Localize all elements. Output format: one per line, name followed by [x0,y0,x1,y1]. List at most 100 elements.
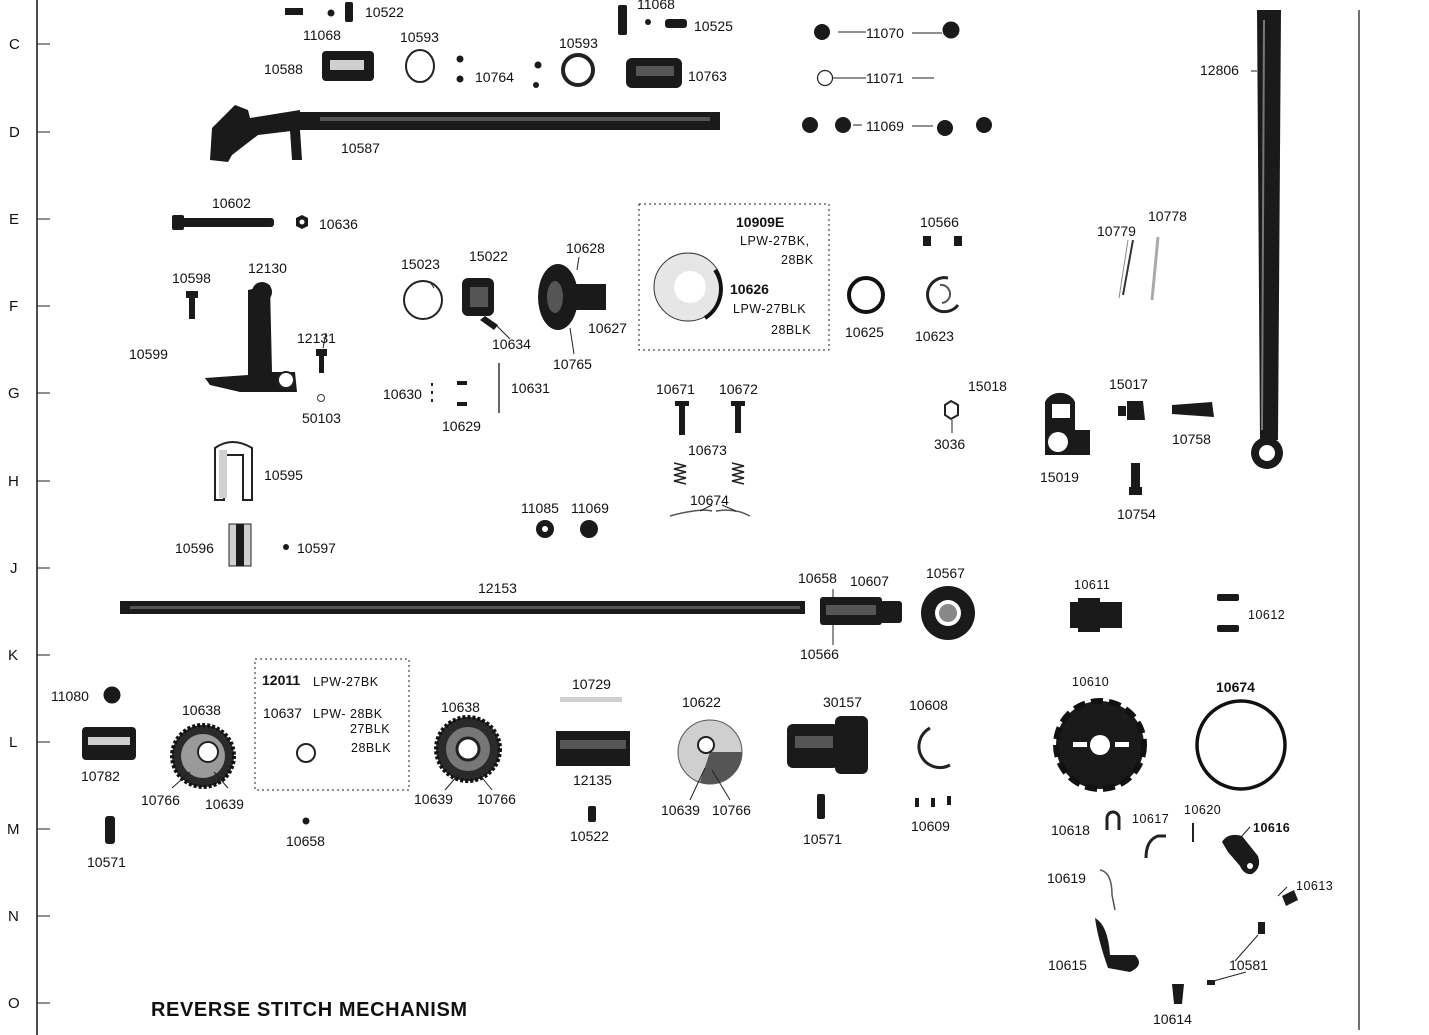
shaft-10587-drawing [210,105,720,162]
part-label: 10608 [909,697,948,713]
part-label: 10766 [477,791,516,807]
part-label: 10638 [441,699,480,715]
row-letter-n: N [8,908,19,925]
part-label: 10636 [319,216,358,232]
part-label: 10571 [803,831,842,847]
clip-10618-drawing [1105,810,1121,830]
part-labels: 10522 11068 11068 10525 10593 10593 1058… [51,0,1333,1027]
part-label: 10766 [712,802,751,818]
coupling-10611-drawing [1070,598,1122,632]
row-letter-o: O [8,995,20,1012]
part-label: 10779 [1097,223,1136,239]
screw-10612-top-drawing [1217,594,1239,601]
model-note: LPW-27BK, [740,234,810,248]
part-label: 10597 [297,540,336,556]
part-label: 12806 [1200,62,1239,78]
ring-10637-drawing [296,743,316,763]
screw-10522-drawing [345,2,353,22]
part-label: 10658 [286,833,325,849]
ring-10626-drawing [653,252,723,322]
part-label: 11068 [303,27,341,43]
part-label: 10658 [798,570,837,586]
part-label: 12153 [478,580,517,596]
part-label: 10525 [694,18,733,34]
part-label: 11071 [866,70,904,86]
pin-10522-drawing [285,8,303,15]
part-label: 10615 [1048,957,1087,973]
cam-10622-drawing [677,719,743,785]
part-label: 10522 [570,828,609,844]
part-label: 10616 [1253,821,1290,835]
part-label: 10754 [1117,506,1156,522]
part-label: 10614 [1153,1011,1192,1027]
part-label: 10631 [511,380,550,396]
part-label: 10618 [1051,822,1090,838]
part-label: 10673 [688,442,727,458]
part-label: 10758 [1172,431,1211,447]
part-label: 10607 [850,573,889,589]
part-label: 10639 [205,796,244,812]
part-label: 10763 [688,68,727,84]
sleeve-12135-drawing [556,731,630,766]
part-label: 10611 [1074,578,1110,592]
part-label: 10567 [926,565,965,581]
part-label: 11069 [571,500,609,516]
part-label: 10634 [492,336,531,352]
pin-10729-drawing [560,697,622,702]
ball-11069-b-drawing [835,117,851,133]
part-label: 10674 [1216,679,1255,695]
screw-10612-bottom-drawing [1217,625,1239,632]
part-label: 3036 [934,436,965,452]
spring-10779-drawing [1122,239,1134,296]
part-label: 10782 [81,768,120,784]
part-label: 10778 [1148,208,1187,224]
ball-11080-drawing [103,686,121,704]
model-note: 27BLK [350,722,390,736]
screw-10602-drawing [172,218,274,227]
part-label: 10627 [588,320,627,336]
row-letter-e: E [9,211,19,228]
part-label: 10764 [475,69,514,85]
part-label: 10617 [1132,812,1169,826]
bracket-15019-drawing [1045,392,1090,455]
clutch-30157-drawing [787,716,868,774]
part-label: 10626 [730,281,769,297]
screw-10614-drawing [1172,984,1184,1004]
part-label: 12131 [297,330,336,346]
cam-10628-drawing [538,264,606,330]
latch-10616-drawing [1222,834,1260,875]
part-label: 10613 [1296,879,1333,893]
screw-10758-drawing [1172,402,1214,417]
row-ticks [37,43,50,1004]
spring-10673-left-drawing [673,462,687,485]
part-label: 10609 [911,818,950,834]
diagram-title: REVERSE STITCH MECHANISM [151,999,468,1021]
part-label: 10596 [175,540,214,556]
model-note: LPW- 28BK [313,707,383,721]
spring-10673-right-drawing [731,462,745,485]
model-note: 28BK [781,253,814,267]
screw-10598-drawing [186,291,198,298]
part-label: 10765 [553,356,592,372]
screw-10672-drawing [731,401,745,406]
part-label: 10671 [656,381,695,397]
part-label: 10729 [572,676,611,692]
spring-10608-drawing [917,726,951,770]
part-label: 10599 [129,346,168,362]
ball-11069-d-drawing [976,117,992,133]
snap-ring-15023-drawing [403,280,443,320]
row-letter-j: J [10,560,18,577]
part-label: 10620 [1184,803,1221,817]
pin-10525-drawing [665,19,687,28]
part-label: 10588 [264,61,303,77]
model-note: LPW-27BK [313,675,379,689]
group-box-10909e [638,203,830,351]
pin-11068-top-drawing [618,5,627,35]
part-label: 11070 [866,25,904,41]
part-label: 10593 [559,35,598,51]
arm-12806-drawing [1251,10,1283,469]
ball-11069-h-drawing [580,520,598,538]
screw-10613-drawing [1282,890,1298,906]
row-letter-l: L [9,734,17,751]
